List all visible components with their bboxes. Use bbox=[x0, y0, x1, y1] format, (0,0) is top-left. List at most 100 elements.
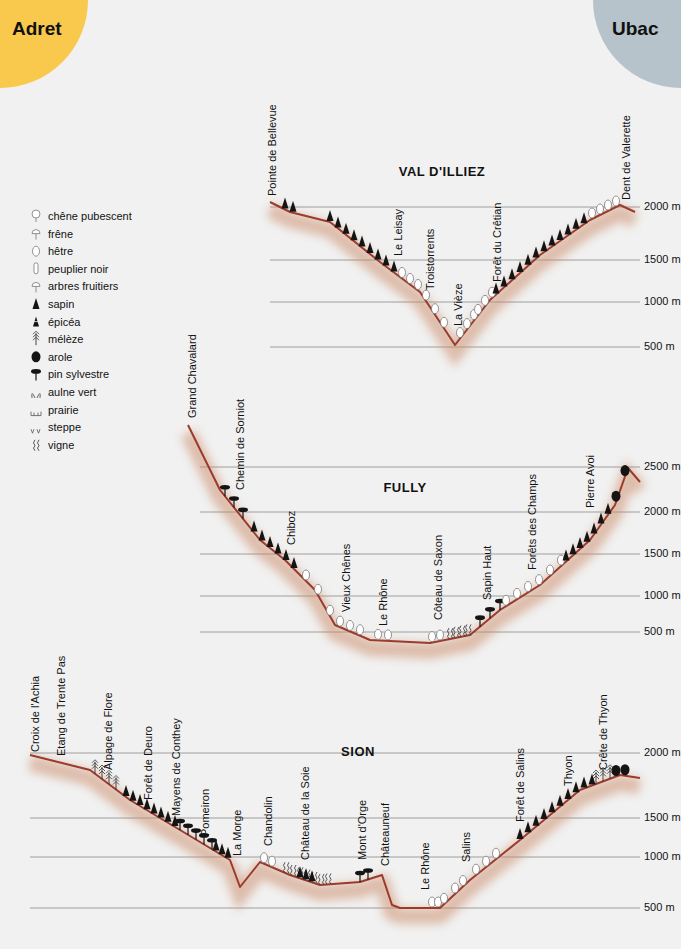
tree-symbol bbox=[612, 765, 621, 776]
tree-symbol bbox=[283, 549, 290, 560]
tree-symbol bbox=[106, 773, 112, 776]
tree-symbol bbox=[151, 802, 158, 813]
tree-symbol bbox=[375, 629, 382, 639]
legend-text: aulne vert bbox=[48, 386, 96, 399]
tree-symbol bbox=[541, 240, 548, 251]
place-name: Salins bbox=[460, 832, 473, 862]
tree-symbol bbox=[383, 255, 390, 266]
altitude-label: 1500 m bbox=[644, 547, 681, 560]
legend-text: peuplier noir bbox=[48, 263, 109, 276]
tree-symbol bbox=[517, 828, 524, 839]
tree-symbol bbox=[557, 229, 564, 240]
tree-symbol bbox=[106, 770, 112, 773]
tree-symbol bbox=[437, 630, 444, 640]
valley-title: SION bbox=[341, 744, 375, 759]
place-name: Troistorrents bbox=[424, 229, 437, 290]
sun bbox=[0, 0, 88, 88]
tree-symbol bbox=[275, 542, 282, 553]
tree-symbol bbox=[347, 620, 354, 630]
altitude-label: 1000 m bbox=[644, 850, 681, 863]
altitude-label: 1500 m bbox=[644, 811, 681, 824]
tree-symbol bbox=[460, 876, 467, 886]
terrain-profile bbox=[270, 202, 635, 345]
legend-text: hêtre bbox=[48, 245, 73, 258]
tree-symbol bbox=[613, 196, 620, 206]
place-name: Château de la Soie bbox=[299, 766, 312, 860]
tree-symbol bbox=[259, 530, 266, 541]
place-name: Chandolin bbox=[262, 796, 275, 846]
tree-symbol bbox=[565, 788, 572, 799]
tree-symbol bbox=[593, 770, 599, 773]
tree-symbol bbox=[327, 605, 334, 615]
tree-symbol bbox=[32, 394, 40, 399]
tree-symbol bbox=[291, 557, 298, 568]
tree-symbol bbox=[621, 465, 630, 476]
tree-symbol bbox=[565, 223, 572, 234]
tree-symbol bbox=[123, 785, 130, 796]
place-name: Forêt de Salins bbox=[514, 748, 527, 822]
tree-symbol bbox=[475, 615, 485, 620]
tree-symbol bbox=[407, 274, 414, 284]
altitude-label: 2500 m bbox=[644, 460, 681, 473]
vine-symbol bbox=[319, 874, 325, 885]
altitude-label: 500 m bbox=[644, 625, 675, 638]
place-name: La Vièze bbox=[452, 283, 465, 326]
tree-symbol bbox=[335, 216, 342, 227]
place-name: Mont d'Orge bbox=[356, 800, 369, 860]
place-name: Le Rhône bbox=[419, 842, 432, 890]
tree-symbol bbox=[589, 774, 596, 785]
place-name: Forêts des Champs bbox=[526, 474, 539, 570]
tree-symbol bbox=[533, 247, 540, 258]
tree-symbol bbox=[158, 807, 165, 818]
place-name: Grand Chavalard bbox=[186, 334, 199, 418]
vine-symbol bbox=[291, 865, 297, 876]
tree-symbol bbox=[219, 843, 226, 854]
tree-symbol bbox=[525, 254, 532, 265]
tree-symbol bbox=[32, 351, 41, 362]
tree-symbol bbox=[399, 268, 406, 278]
tree-symbol bbox=[375, 248, 382, 259]
tree-symbol bbox=[589, 208, 596, 218]
tree-symbol bbox=[584, 531, 591, 542]
vine-symbol bbox=[460, 626, 466, 637]
altitude-line bbox=[30, 753, 640, 754]
tree-symbol bbox=[337, 616, 344, 626]
tree-symbol bbox=[441, 893, 448, 903]
tree-symbol bbox=[475, 304, 482, 314]
tree-symbol bbox=[33, 321, 39, 322]
tree-symbol bbox=[33, 246, 40, 256]
place-name: Thyon bbox=[562, 755, 575, 786]
tree-symbol bbox=[600, 773, 606, 776]
place-name: Etang de Trente Pas bbox=[55, 656, 68, 756]
tree-symbol bbox=[549, 801, 556, 812]
tree-symbol bbox=[183, 824, 193, 829]
terrain-profile bbox=[30, 755, 640, 908]
legend-text: steppe bbox=[48, 421, 81, 434]
legend-text: épicéa bbox=[48, 316, 80, 329]
tree-symbol bbox=[31, 369, 41, 374]
tree-symbol bbox=[33, 298, 40, 309]
relief-shading bbox=[270, 210, 635, 353]
tree-symbol bbox=[597, 204, 604, 214]
altitude-label: 2000 m bbox=[644, 746, 681, 759]
tree-symbol bbox=[303, 570, 310, 580]
altitude-label: 1000 m bbox=[644, 589, 681, 602]
place-name: Le Rhône bbox=[377, 578, 390, 626]
tree-symbol bbox=[92, 766, 98, 769]
legend-symbol bbox=[34, 263, 38, 274]
vine-symbol bbox=[466, 624, 472, 635]
tree-symbol bbox=[441, 317, 448, 327]
place-name: La Morge bbox=[231, 810, 244, 856]
altitude-label: 2000 m bbox=[644, 505, 681, 518]
tree-symbol bbox=[549, 235, 556, 246]
tree-symbol bbox=[432, 304, 439, 314]
tree-symbol bbox=[113, 779, 119, 782]
tree-symbol bbox=[363, 868, 373, 873]
tree-symbol bbox=[269, 856, 276, 866]
tree-symbol bbox=[303, 868, 310, 879]
tree-symbol bbox=[581, 777, 588, 788]
legend-symbol bbox=[32, 351, 41, 362]
place-name: Pomeiron bbox=[199, 789, 212, 836]
altitude-label: 1500 m bbox=[644, 253, 681, 266]
